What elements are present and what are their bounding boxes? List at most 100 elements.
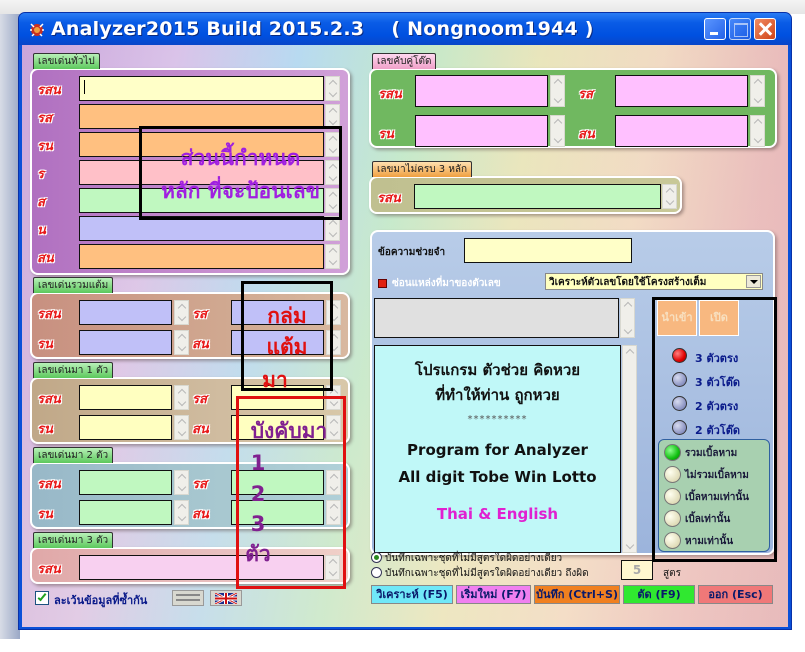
- mode-radio[interactable]: [672, 420, 687, 435]
- mode-select[interactable]: วิเคราะห์ตัวเลขโดยใช้โครงสร้างเต็ม: [545, 273, 763, 290]
- incomplete-input[interactable]: [414, 184, 661, 209]
- one-digit-row-label: รสน: [37, 392, 61, 407]
- hide-source-checkbox[interactable]: [378, 279, 387, 288]
- one-digit-row-input[interactable]: [231, 415, 324, 440]
- info-textbox[interactable]: โปรแกรม ตัวช่วย คิดหวย ที่ทำให้ท่าน ถูกห…: [374, 345, 621, 553]
- two-digit-row-input[interactable]: [231, 500, 324, 525]
- analyze-button[interactable]: วิเคราะห์ (F5): [371, 585, 453, 604]
- double-option-radio[interactable]: [664, 466, 681, 483]
- annotation-forced-line1: บังคับมา: [250, 419, 328, 443]
- two-digit-row-spinner[interactable]: [174, 470, 189, 495]
- double-option-label: หามเท่านั้น: [685, 536, 734, 547]
- mode-radio[interactable]: [672, 372, 687, 387]
- general-row-label: ร: [37, 167, 44, 182]
- count-unit-label: สูตร: [663, 568, 681, 579]
- double-option-radio[interactable]: [664, 488, 681, 505]
- one-digit-row-spinner[interactable]: [326, 415, 341, 440]
- two-digit-row-spinner[interactable]: [174, 500, 189, 525]
- double-option-radio[interactable]: [664, 510, 681, 527]
- sum-group-row-input[interactable]: [231, 330, 324, 355]
- sum-group-row-input[interactable]: [79, 300, 172, 325]
- tab-general: เลขเด่นทั่วไป: [33, 53, 100, 69]
- pairs-row-input[interactable]: [415, 115, 548, 147]
- one-digit-row-label: รส: [192, 392, 207, 407]
- two-digit-row-label: รน: [37, 507, 53, 522]
- one-digit-row-input[interactable]: [79, 415, 172, 440]
- three-digit-row-input[interactable]: [79, 555, 324, 580]
- exit-button[interactable]: ออก (Esc): [698, 585, 773, 604]
- mode-radio-label: 3 ตัวโต๊ด: [695, 376, 740, 389]
- two-digit-row-spinner[interactable]: [326, 470, 341, 495]
- pairs-row-spinner[interactable]: [750, 75, 765, 107]
- two-digit-row-input[interactable]: [79, 500, 172, 525]
- general-row-input[interactable]: [79, 104, 324, 129]
- mode-radio[interactable]: [672, 348, 687, 363]
- maximize-button[interactable]: [729, 18, 751, 40]
- app-icon: [27, 19, 47, 39]
- import-button[interactable]: นำเข้า: [657, 300, 697, 336]
- save-option-1-radio[interactable]: [371, 552, 382, 563]
- sum-group-row-spinner[interactable]: [174, 300, 189, 325]
- incomplete-spinner[interactable]: [662, 184, 677, 209]
- double-option-radio[interactable]: [664, 444, 681, 461]
- general-row-spinner[interactable]: [325, 104, 340, 129]
- two-digit-row-label: สน: [192, 507, 209, 522]
- one-digit-row-spinner[interactable]: [174, 415, 189, 440]
- general-row-input[interactable]: [79, 216, 324, 241]
- sum-group-row-spinner[interactable]: [174, 330, 189, 355]
- sum-group-row-spinner[interactable]: [326, 330, 341, 355]
- one-digit-row-spinner[interactable]: [174, 385, 189, 410]
- general-row-input[interactable]: [79, 76, 324, 101]
- window-title: Analyzer2015 Build 2015.2.3 ( Nongnoom19…: [51, 18, 594, 40]
- save-option-2-radio[interactable]: [371, 567, 382, 578]
- general-row-spinner[interactable]: [325, 244, 340, 269]
- max-wrong-count-input[interactable]: 5: [621, 560, 653, 580]
- sum-group-row-input[interactable]: [231, 300, 324, 325]
- double-option-label: รวมเบิ้ลหาม: [685, 448, 738, 459]
- close-button[interactable]: [754, 18, 776, 40]
- pairs-row-input[interactable]: [615, 115, 748, 147]
- double-option-label: ไม่รวมเบิ้ลหาม: [685, 470, 749, 481]
- sum-group-row-spinner[interactable]: [326, 300, 341, 325]
- mode-radio[interactable]: [672, 396, 687, 411]
- three-digit-row-spinner[interactable]: [325, 555, 340, 580]
- desktop-background: [0, 0, 805, 14]
- skip-duplicates-checkbox[interactable]: [35, 591, 49, 605]
- sum-group-row-input[interactable]: [79, 330, 172, 355]
- info-line-6: Thai & English: [436, 505, 559, 523]
- open-button[interactable]: เปิด: [699, 300, 739, 336]
- double-option-label: เบิ้ลหามเท่านั้น: [685, 492, 749, 503]
- general-row-input[interactable]: [79, 132, 324, 157]
- two-digit-row-input[interactable]: [231, 470, 324, 495]
- two-digit-row-input[interactable]: [79, 470, 172, 495]
- restart-button[interactable]: เริ่มใหม่ (F7): [456, 585, 531, 604]
- pairs-row-spinner[interactable]: [750, 115, 765, 147]
- one-digit-row-spinner[interactable]: [326, 385, 341, 410]
- pairs-row-input[interactable]: [415, 75, 548, 107]
- list-view-button[interactable]: [172, 590, 204, 606]
- save-button[interactable]: บันทึก (Ctrl+S): [534, 585, 620, 604]
- general-row-spinner[interactable]: [325, 76, 340, 101]
- chevron-down-icon[interactable]: [746, 275, 761, 288]
- two-digit-row-spinner[interactable]: [326, 500, 341, 525]
- pairs-row-spinner[interactable]: [550, 115, 565, 147]
- two-digit-row-label: รสน: [37, 477, 61, 492]
- one-digit-row-input[interactable]: [79, 385, 172, 410]
- language-button[interactable]: [210, 590, 242, 606]
- memo-input[interactable]: [464, 238, 632, 263]
- general-row-spinner[interactable]: [325, 216, 340, 241]
- pairs-row-spinner[interactable]: [550, 75, 565, 107]
- title-bar[interactable]: Analyzer2015 Build 2015.2.3 ( Nongnoom19…: [19, 13, 791, 45]
- info-scrollbar[interactable]: [622, 345, 637, 553]
- general-row-label: น: [37, 223, 46, 238]
- double-option-radio[interactable]: [664, 532, 681, 549]
- annotation-forced-line3: 2: [250, 482, 266, 506]
- pairs-row-input[interactable]: [615, 75, 748, 107]
- source-list[interactable]: [374, 298, 619, 338]
- minimize-button[interactable]: [704, 18, 726, 40]
- cut-button[interactable]: ตัด (F9): [623, 585, 695, 604]
- general-row-input[interactable]: [79, 160, 324, 185]
- general-row-input[interactable]: [79, 188, 324, 213]
- source-list-scrollbar[interactable]: [620, 298, 635, 338]
- general-row-input[interactable]: [79, 244, 324, 269]
